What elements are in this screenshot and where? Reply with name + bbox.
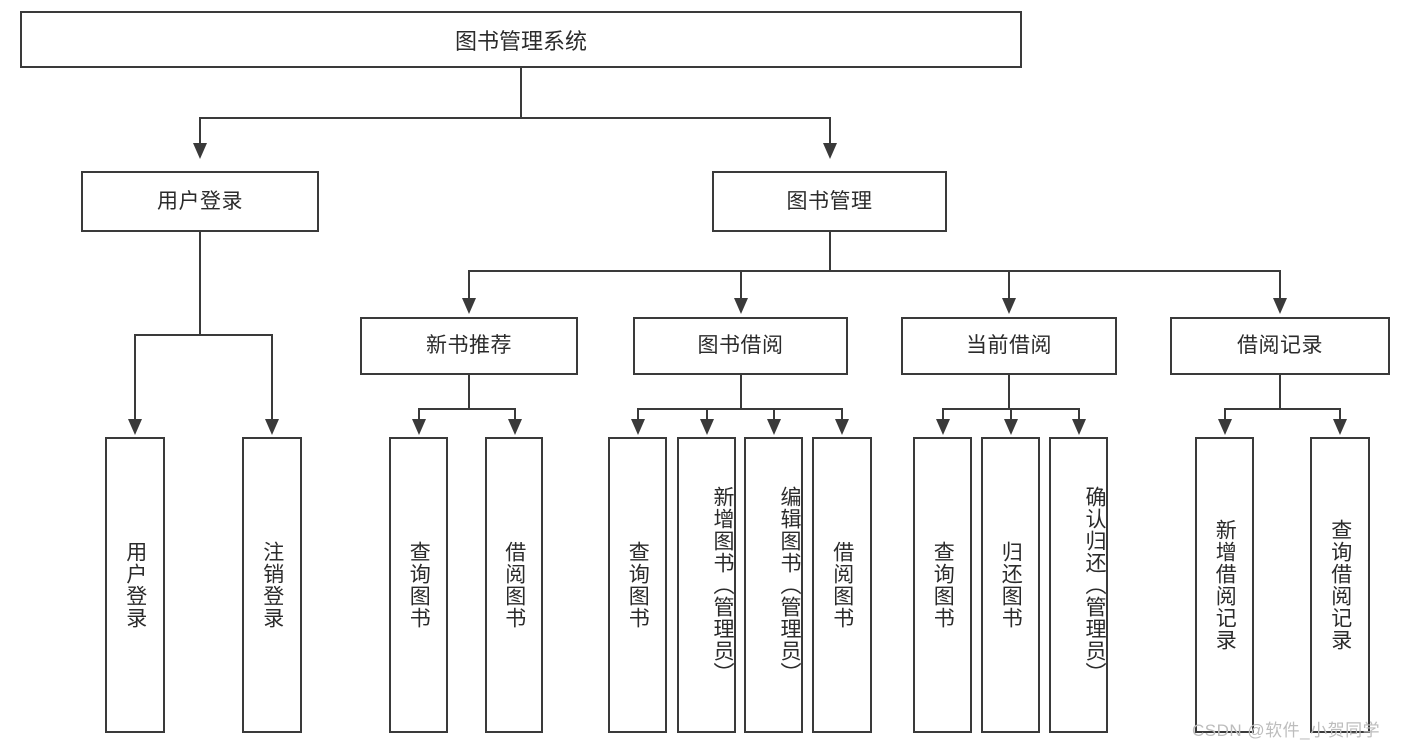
edge-to-leaf-cb-return (1010, 408, 1012, 421)
arrowhead-leaf-bb-edit (767, 419, 781, 435)
edge-current-borrow-stem (1008, 375, 1010, 410)
node-book-management[interactable]: 图书管理 (712, 171, 947, 232)
edge-to-leaf-logout (271, 334, 273, 421)
leaf-bb-add-book[interactable]: 新增图书（管理员） (677, 437, 736, 733)
node-label: 注销登录 (260, 541, 284, 629)
leaf-bb-borrow-book[interactable]: 借阅图书 (812, 437, 872, 733)
edge-to-leaf-bb-add (706, 408, 708, 421)
node-label: 查询图书 (407, 541, 431, 629)
edge-new-book-recommend-bus (418, 408, 516, 410)
node-label: 新书推荐 (426, 334, 512, 358)
edge-new-book-recommend-stem (468, 375, 470, 410)
leaf-logout[interactable]: 注销登录 (242, 437, 302, 733)
node-label: 借阅图书 (502, 541, 526, 629)
edge-to-leaf-br-add (1224, 408, 1226, 421)
edge-borrow-record-stem (1279, 375, 1281, 410)
arrowhead-leaf-cb-return (1004, 419, 1018, 435)
edge-to-leaf-br-query (1339, 408, 1341, 421)
node-label: 图书借阅 (697, 334, 784, 358)
node-user-login[interactable]: 用户登录 (81, 171, 319, 232)
node-label: 编辑图书（管理员） (778, 486, 801, 684)
leaf-bb-edit-book[interactable]: 编辑图书（管理员） (744, 437, 803, 733)
edge-to-leaf-nbr-query (418, 408, 420, 421)
arrowhead-book-borrow (734, 298, 748, 314)
edge-user-login-stem (199, 232, 201, 335)
node-label: 确认归还（管理员） (1083, 486, 1106, 684)
watermark-csdn: CSDN @软件_小贺同学 (1192, 716, 1380, 741)
edge-book-borrow-stem (740, 375, 742, 410)
leaf-br-add-record[interactable]: 新增借阅记录 (1195, 437, 1254, 733)
arrowhead-new-book-recommend (462, 298, 476, 314)
edge-to-leaf-nbr-borrow (514, 408, 516, 421)
edge-to-book-borrow (740, 270, 742, 300)
edge-root-stem (520, 68, 522, 118)
watermark-text: CSDN @软件_小贺同学 (1192, 721, 1381, 740)
node-label: 借阅记录 (1237, 334, 1323, 358)
arrowhead-leaf-user-login (128, 419, 142, 435)
edge-to-borrow-record (1279, 270, 1281, 300)
leaf-cb-confirm-return[interactable]: 确认归还（管理员） (1049, 437, 1108, 733)
node-current-borrow[interactable]: 当前借阅 (901, 317, 1117, 375)
arrowhead-leaf-logout (265, 419, 279, 435)
node-label: 用户登录 (123, 541, 147, 629)
node-label: 查询图书 (626, 541, 650, 629)
arrowhead-leaf-bb-borrow (835, 419, 849, 435)
edge-to-leaf-cb-confirm (1078, 408, 1080, 421)
node-book-borrow[interactable]: 图书借阅 (633, 317, 848, 375)
node-label: 当前借阅 (966, 334, 1052, 358)
arrowhead-leaf-cb-confirm (1072, 419, 1086, 435)
leaf-cb-return-book[interactable]: 归还图书 (981, 437, 1040, 733)
edge-user-login-bus (134, 334, 273, 336)
edge-to-leaf-user-login (134, 334, 136, 421)
leaf-cb-query-book[interactable]: 查询图书 (913, 437, 972, 733)
leaf-nbr-query-book[interactable]: 查询图书 (389, 437, 448, 733)
edge-borrow-record-bus (1224, 408, 1340, 410)
arrowhead-leaf-bb-add (700, 419, 714, 435)
edge-book-management-stem (829, 232, 831, 272)
node-label: 归还图书 (999, 541, 1023, 629)
node-borrow-record[interactable]: 借阅记录 (1170, 317, 1390, 375)
edge-to-leaf-bb-borrow (841, 408, 843, 421)
leaf-user-login[interactable]: 用户登录 (105, 437, 165, 733)
arrowhead-leaf-cb-query (936, 419, 950, 435)
node-label: 借阅图书 (830, 541, 854, 629)
node-new-book-recommend[interactable]: 新书推荐 (360, 317, 578, 375)
arrowhead-borrow-record (1273, 298, 1287, 314)
node-label: 新增图书（管理员） (711, 486, 734, 684)
edge-to-leaf-bb-query (637, 408, 639, 421)
arrowhead-leaf-bb-query (631, 419, 645, 435)
leaf-br-query-record[interactable]: 查询借阅记录 (1310, 437, 1370, 733)
node-label: 查询图书 (931, 541, 955, 629)
edge-level1-bus (199, 117, 831, 119)
arrowhead-leaf-br-add (1218, 419, 1232, 435)
edge-level2-bus (468, 270, 1280, 272)
node-label: 用户登录 (157, 189, 243, 213)
leaf-nbr-borrow-book[interactable]: 借阅图书 (485, 437, 543, 733)
leaf-bb-query-book[interactable]: 查询图书 (608, 437, 667, 733)
arrowhead-leaf-br-query (1333, 419, 1347, 435)
edge-to-user-login (199, 117, 201, 145)
edge-to-current-borrow (1008, 270, 1010, 300)
edge-to-leaf-bb-edit (773, 408, 775, 421)
arrowhead-user-login (193, 143, 207, 159)
node-book-management-system[interactable]: 图书管理系统 (20, 11, 1022, 68)
arrowhead-current-borrow (1002, 298, 1016, 314)
edge-book-borrow-bus (637, 408, 842, 410)
arrowhead-book-management (823, 143, 837, 159)
node-label: 图书管理系统 (454, 28, 587, 54)
edge-to-new-book-recommend (468, 270, 470, 300)
node-label: 查询借阅记录 (1328, 519, 1352, 651)
node-label: 新增借阅记录 (1213, 519, 1237, 651)
arrowhead-leaf-nbr-query (412, 419, 426, 435)
arrowhead-leaf-nbr-borrow (508, 419, 522, 435)
node-label: 图书管理 (786, 189, 873, 213)
edge-to-leaf-cb-query (942, 408, 944, 421)
edge-to-book-management (829, 117, 831, 145)
